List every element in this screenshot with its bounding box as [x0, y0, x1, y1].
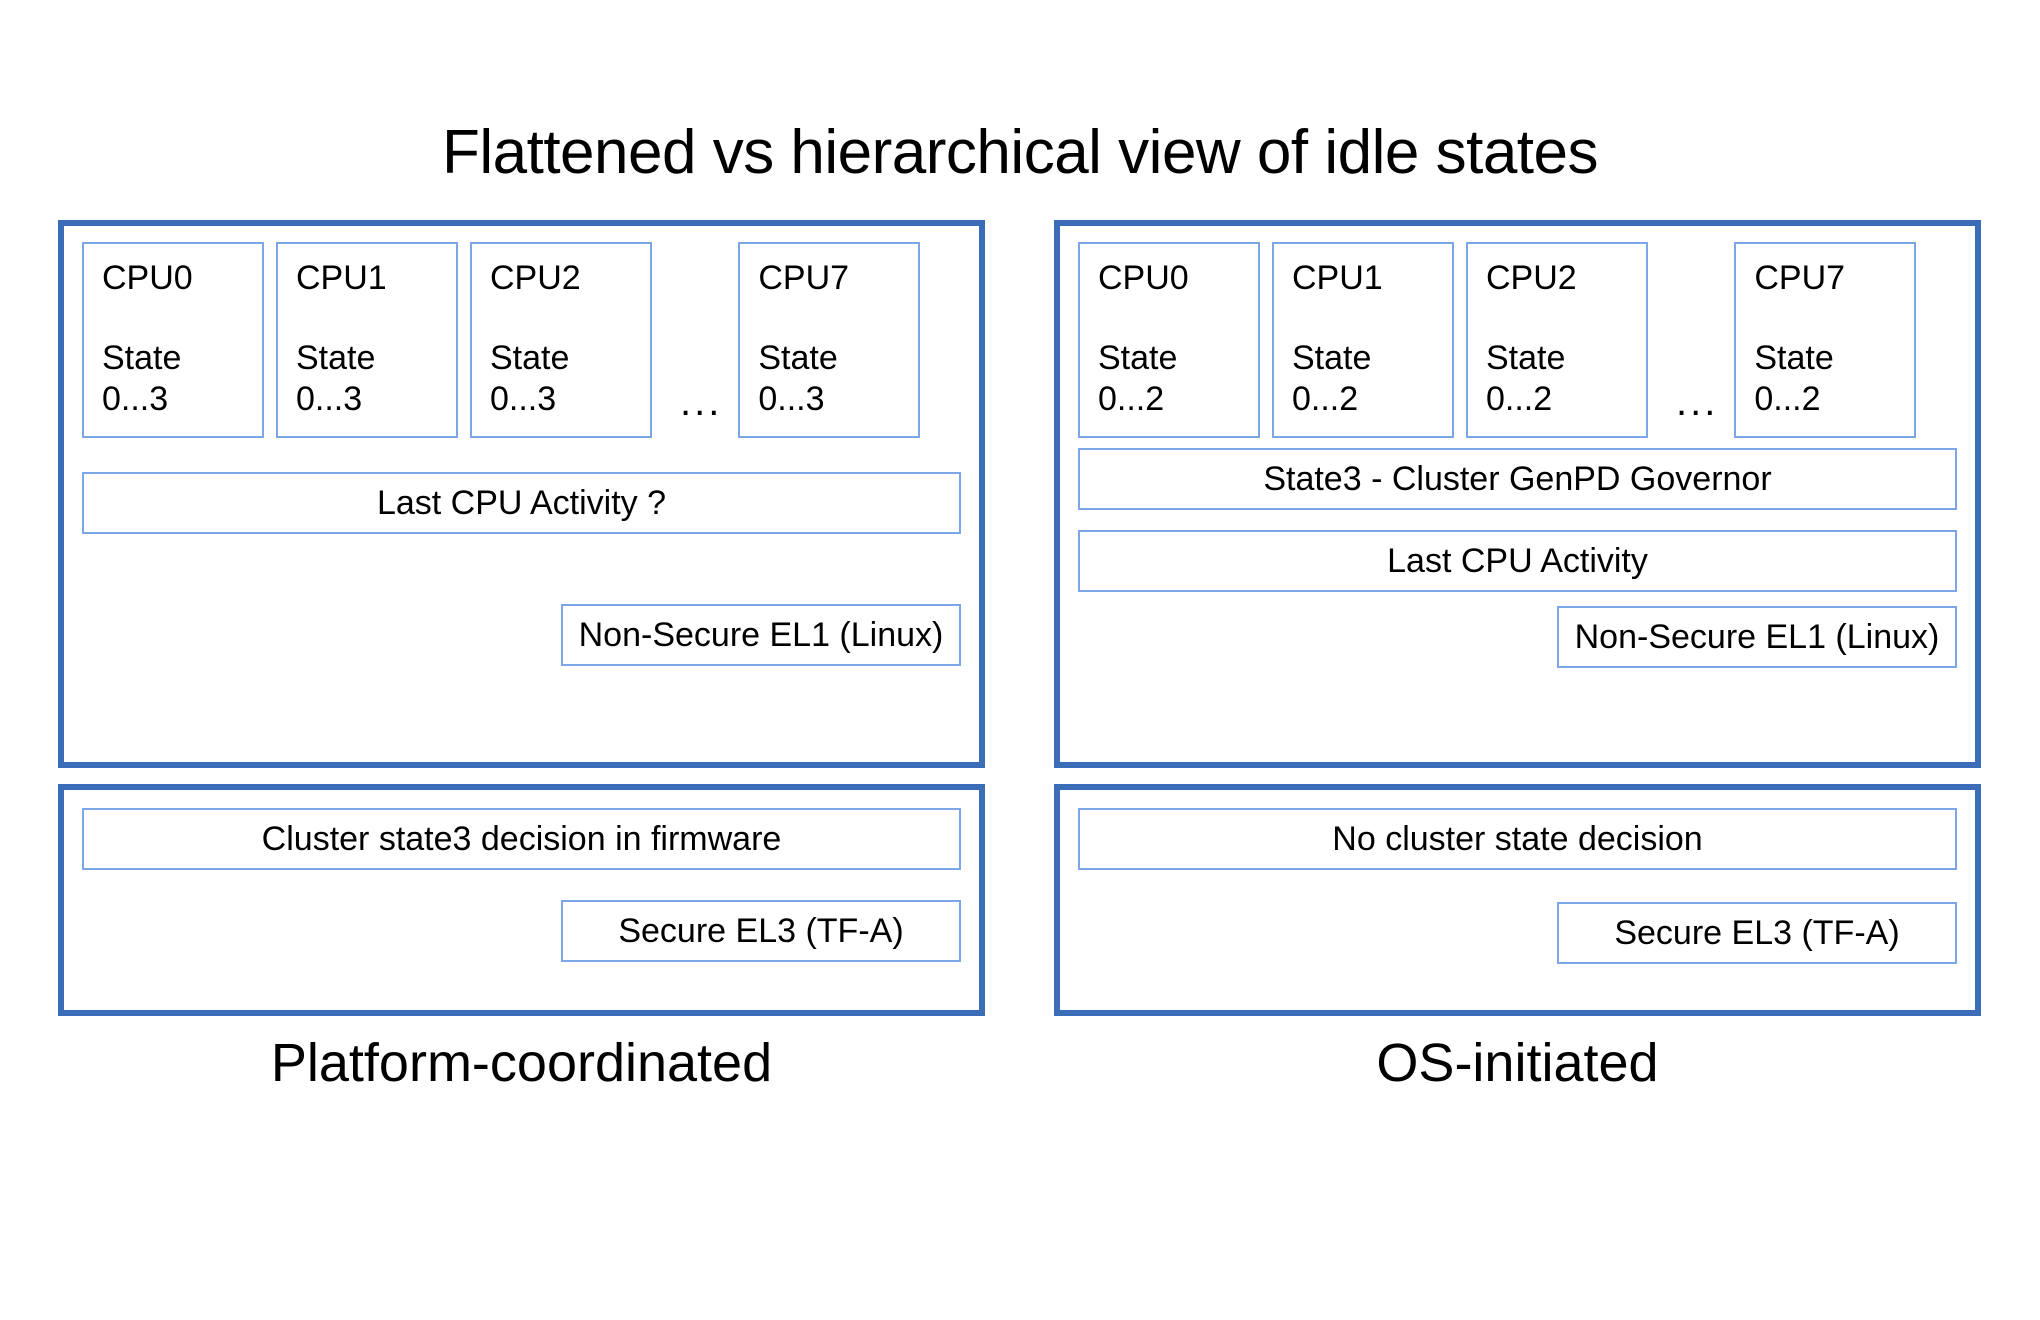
cpu-label: CPU0 — [1098, 259, 1189, 297]
cpu-label: CPU7 — [1754, 259, 1846, 297]
cpu-state-range: 0...2 — [1292, 380, 1359, 418]
cpu-state-label: State — [1098, 339, 1178, 377]
cpu-state: State 0...2 — [1754, 338, 1833, 420]
cpu-state-label: State — [758, 339, 838, 377]
cpu-state: State 0...2 — [1098, 338, 1177, 420]
right-os-panel: CPU0 State 0...2 CPU1 State 0...2 CPU2 S… — [1054, 220, 1981, 768]
cpu-state-range: 0...3 — [102, 380, 169, 418]
cpu-label: CPU7 — [758, 259, 850, 297]
cpu-label: CPU1 — [296, 259, 387, 297]
cpu-label: CPU0 — [102, 259, 193, 297]
cpu-state-range: 0...3 — [296, 380, 363, 418]
cpu-state-label: State — [1292, 339, 1372, 377]
cpu-box-cpu0: CPU0 State 0...2 — [1078, 242, 1260, 438]
cpu-label: CPU2 — [490, 259, 581, 297]
left-firmware-panel: Cluster state3 decision in firmware Secu… — [58, 784, 985, 1016]
cpu-state: State 0...2 — [1292, 338, 1371, 420]
cluster-state-decision-bar: Cluster state3 decision in firmware — [82, 808, 961, 870]
cpu-box-cpu1: CPU1 State 0...3 — [276, 242, 458, 438]
page-title: Flattened vs hierarchical view of idle s… — [441, 118, 1599, 187]
cpu-state: State 0...3 — [490, 338, 569, 420]
cpu-ellipsis: ... — [680, 380, 723, 424]
last-cpu-activity-bar: Last CPU Activity — [1078, 530, 1957, 592]
cpu-state-range: 0...2 — [1486, 380, 1553, 418]
secure-el3-badge: Secure EL3 (TF-A) — [1557, 902, 1957, 964]
cpu-box-cpu1: CPU1 State 0...2 — [1272, 242, 1454, 438]
cpu-state-range: 0...2 — [1754, 380, 1821, 418]
cpu-box-cpu2: CPU2 State 0...3 — [470, 242, 652, 438]
non-secure-el1-badge: Non-Secure EL1 (Linux) — [561, 604, 961, 666]
non-secure-el1-badge: Non-Secure EL1 (Linux) — [1557, 606, 1957, 668]
os-initiated-column: CPU0 State 0...2 CPU1 State 0...2 CPU2 S… — [1054, 220, 1981, 1094]
cpu-state-label: State — [1754, 339, 1834, 377]
cpu-state-label: State — [296, 339, 376, 377]
cpu-box-cpu2: CPU2 State 0...2 — [1466, 242, 1648, 438]
cpu-state-label: State — [1486, 339, 1566, 377]
cpu-state: State 0...3 — [296, 338, 375, 420]
column-caption-platform-coordinated: Platform-coordinated — [270, 1033, 773, 1093]
right-firmware-panel: No cluster state decision Secure EL3 (TF… — [1054, 784, 1981, 1016]
cpu-state-label: State — [102, 339, 182, 377]
cpu-box-cpu7: CPU7 State 0...2 — [1734, 242, 1917, 438]
left-os-panel: CPU0 State 0...3 CPU1 State 0...3 CPU2 S… — [58, 220, 985, 768]
left-cpu-row: CPU0 State 0...3 CPU1 State 0...3 CPU2 S… — [82, 242, 961, 438]
cpu-ellipsis: ... — [1676, 380, 1719, 424]
last-cpu-activity-bar: Last CPU Activity ? — [82, 472, 961, 534]
cpu-state-range: 0...2 — [1098, 380, 1165, 418]
cpu-state-label: State — [490, 339, 570, 377]
cpu-box-cpu7: CPU7 State 0...3 — [738, 242, 921, 438]
platform-coordinated-column: CPU0 State 0...3 CPU1 State 0...3 CPU2 S… — [58, 220, 985, 1094]
column-caption-os-initiated: OS-initiated — [1376, 1033, 1659, 1093]
cpu-state: State 0...3 — [758, 338, 837, 420]
cpu-state-range: 0...3 — [490, 380, 557, 418]
right-cpu-row: CPU0 State 0...2 CPU1 State 0...2 CPU2 S… — [1078, 242, 1957, 438]
no-cluster-state-decision-bar: No cluster state decision — [1078, 808, 1957, 870]
cpu-state: State 0...2 — [1486, 338, 1565, 420]
cpu-state-range: 0...3 — [758, 380, 825, 418]
cpu-state: State 0...3 — [102, 338, 181, 420]
cluster-genpd-governor-bar: State3 - Cluster GenPD Governor — [1078, 448, 1957, 510]
cpu-label: CPU2 — [1486, 259, 1577, 297]
secure-el3-badge: Secure EL3 (TF-A) — [561, 900, 961, 962]
cpu-label: CPU1 — [1292, 259, 1383, 297]
cpu-box-cpu0: CPU0 State 0...3 — [82, 242, 264, 438]
